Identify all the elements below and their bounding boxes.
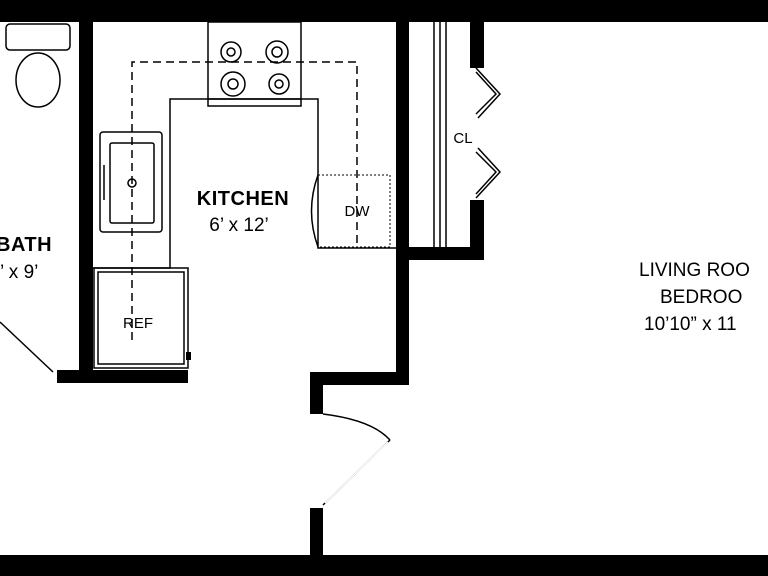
- dishwasher-label: DW: [345, 203, 371, 220]
- entry-wall-horizontal: [310, 372, 409, 385]
- kitchen-room-dims: 6’ x 12’: [209, 215, 269, 236]
- refrigerator: REF: [93, 267, 191, 369]
- living-room-dims: 10’10” x 11: [644, 314, 737, 335]
- closet-label: CL: [453, 130, 472, 147]
- bath-door: [0, 319, 56, 373]
- bottom-wall: [0, 555, 768, 576]
- bath-wall-stub: [57, 370, 188, 383]
- kitchen-living-wall-upper: [396, 22, 409, 260]
- entry-door: [322, 413, 391, 506]
- bath-room-name: BATH: [0, 234, 52, 256]
- entry-wall-lower: [310, 508, 323, 556]
- living-room-name-line1: LIVING ROO: [639, 260, 750, 281]
- dishwasher: DW: [310, 174, 391, 248]
- living-room-name-line2: BEDROO: [660, 287, 742, 308]
- refrigerator-label: REF: [123, 315, 153, 332]
- toilet: [5, 23, 71, 108]
- closet-bottom-wall: [396, 247, 484, 260]
- closet-right-wall-bottom: [470, 200, 484, 260]
- top-wall: [0, 0, 768, 22]
- bath-room-dims: ’ x 9’: [0, 262, 38, 283]
- kitchen-living-wall-mid: [396, 247, 409, 385]
- closet-right-wall-top: [470, 22, 484, 68]
- entry-wall-upper: [310, 372, 323, 414]
- kitchen-sink: [99, 131, 163, 233]
- bath-kitchen-wall: [79, 22, 93, 382]
- stove: [207, 21, 302, 107]
- closet-bifold-door: [475, 67, 502, 199]
- kitchen-room-name: KITCHEN: [197, 188, 289, 210]
- closet-rod: [433, 22, 447, 247]
